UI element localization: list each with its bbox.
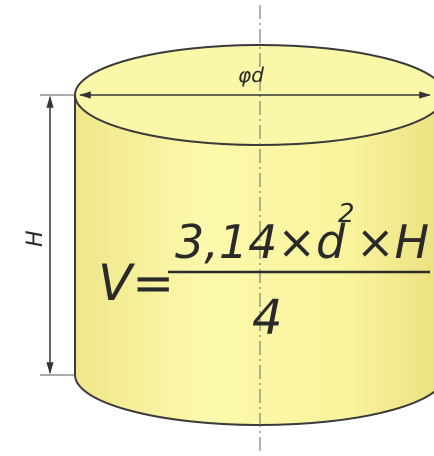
diameter-label: φd	[238, 63, 264, 87]
height-label: H	[23, 230, 48, 247]
cylinder-body	[74, 94, 434, 426]
formula-exponent: 2	[338, 199, 355, 229]
formula-denominator: 4	[252, 290, 283, 346]
formula-numerator: 3,14×d	[175, 215, 346, 269]
formula-lhs: V=	[98, 254, 174, 312]
formula-numerator-tail: ×H	[356, 215, 429, 269]
